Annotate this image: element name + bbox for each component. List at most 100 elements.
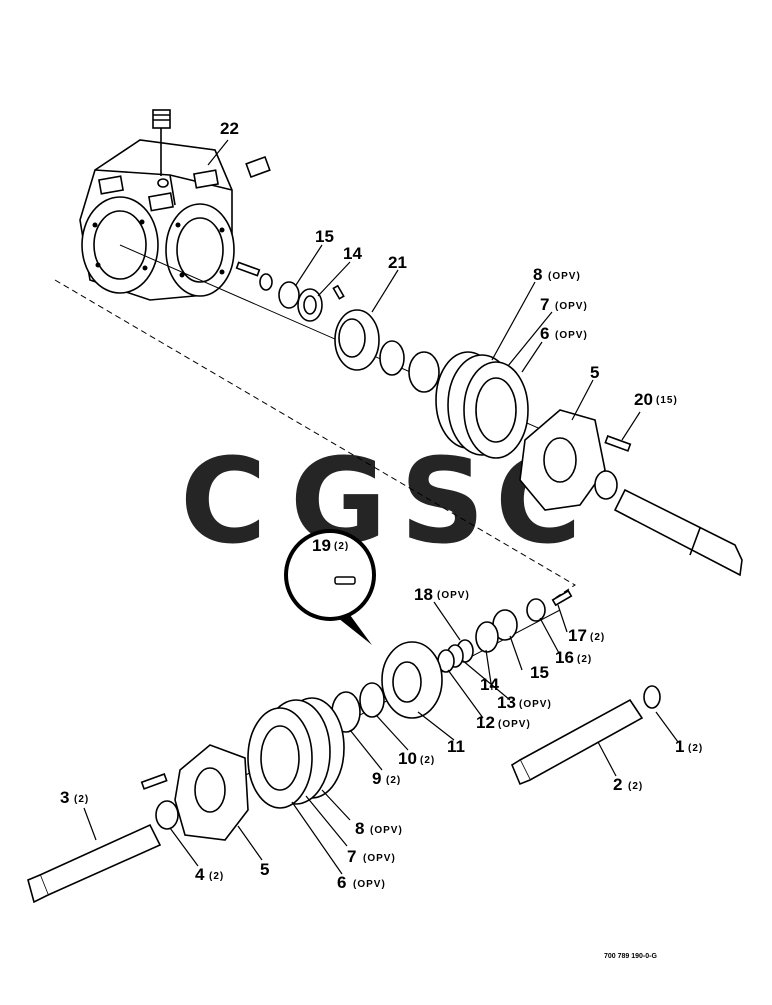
callout-number: 5	[590, 363, 599, 382]
callout-19: 19(2)	[312, 536, 349, 555]
callout-number: 12	[476, 713, 495, 732]
callout-number: 9	[372, 769, 381, 788]
callout-5-upper: 5	[590, 363, 599, 382]
callout-8-lower: 8 (OPV)	[355, 819, 403, 838]
callout-6-lower: 6 (OPV)	[337, 873, 386, 892]
detail-bubble	[284, 529, 376, 645]
callout-qty: (15)	[656, 395, 678, 406]
callout-qty: (2)	[74, 794, 89, 805]
bolt-small	[235, 261, 273, 291]
callout-qty: (2)	[590, 632, 605, 643]
bevel-gear	[334, 309, 380, 371]
snap-ring	[278, 281, 300, 309]
callout-number: 17	[568, 626, 587, 645]
bearing-cone-2	[379, 340, 405, 376]
callout-qty: (2)	[209, 871, 224, 882]
callout-qty: (OPV)	[370, 825, 403, 836]
callout-number: 7	[540, 295, 549, 314]
callout-13: 13(OPV)	[497, 693, 552, 712]
callout-qty: (OPV)	[353, 879, 386, 890]
roll-pin	[334, 576, 356, 585]
callout-number: 18	[414, 585, 433, 604]
callout-number: 14	[480, 675, 499, 694]
cover-bolt	[604, 435, 632, 452]
callout-number: 8	[533, 265, 542, 284]
callout-number: 15	[315, 227, 334, 246]
callout-qty: (OPV)	[548, 271, 581, 282]
output-shaft	[613, 488, 743, 577]
callout-7-upper: 7 (OPV)	[540, 295, 588, 314]
callout-qty: (OPV)	[363, 853, 396, 864]
callout-number: 20	[634, 390, 653, 409]
callout-9: 9 (2)	[372, 769, 401, 788]
callout-qty: (OPV)	[555, 330, 588, 341]
callouts: 22 15 14 21 8(OPV) 7(OPV) 6(OPV) 5 20(15…	[60, 119, 703, 892]
callout-number: 11	[447, 737, 465, 756]
flange-stack	[435, 351, 529, 459]
bearing-cup	[408, 351, 440, 393]
watermark-letter-3: S	[400, 432, 485, 570]
callout-5-lower: 5	[260, 860, 269, 879]
callout-qty: (OPV)	[437, 590, 470, 601]
callout-16: 16(2)	[555, 648, 592, 667]
callout-qty: (2)	[577, 654, 592, 665]
callout-qty: (2)	[334, 541, 349, 552]
callout-number: 3	[60, 788, 69, 807]
callout-number: 5	[260, 860, 269, 879]
callout-10: 10(2)	[398, 749, 435, 768]
callout-15-upper: 15	[315, 227, 334, 246]
callout-qty: (OPV)	[498, 719, 531, 730]
callout-18: 18 (OPV)	[414, 585, 470, 604]
callout-number: 6	[337, 873, 346, 892]
callout-qty: (2)	[628, 781, 643, 792]
callout-6-upper: 6 (OPV)	[540, 324, 588, 343]
callout-number: 19	[312, 536, 331, 555]
callout-20: 20(15)	[634, 390, 678, 409]
lower-assembly	[27, 589, 661, 904]
callout-21: 21	[388, 253, 407, 272]
callout-11: 11	[447, 737, 465, 756]
callout-2: 2 (2)	[613, 775, 643, 794]
callout-qty: (OPV)	[519, 699, 552, 710]
callout-number: 4	[195, 865, 205, 884]
callout-17: 17(2)	[568, 626, 605, 645]
callout-number: 2	[613, 775, 622, 794]
bearing-cone	[297, 288, 323, 322]
callout-14-lower: 14	[480, 675, 499, 694]
side-plug	[245, 155, 271, 179]
callout-number: 13	[497, 693, 516, 712]
callout-3: 3 (2)	[60, 788, 89, 807]
callout-number: 15	[530, 663, 549, 682]
callout-8-upper: 8 (OPV)	[533, 265, 581, 284]
watermark-letter-1: C	[180, 432, 267, 570]
callout-12: 12(OPV)	[476, 713, 531, 732]
upper-assembly	[79, 109, 743, 577]
callout-number: 22	[220, 119, 239, 138]
callout-number: 16	[555, 648, 574, 667]
callout-number: 1	[675, 737, 684, 756]
seal	[594, 470, 618, 500]
watermark: C G S C	[180, 432, 582, 570]
callout-number: 14	[343, 244, 362, 263]
callout-7-lower: 7(OPV)	[347, 847, 396, 866]
callout-number: 21	[388, 253, 407, 272]
alignment-line	[54, 279, 576, 599]
callout-qty: (OPV)	[555, 301, 588, 312]
callout-qty: (2)	[688, 743, 703, 754]
callout-qty: (2)	[386, 775, 401, 786]
key	[332, 284, 345, 300]
callout-14-upper: 14	[343, 244, 362, 263]
gearbox-housing	[79, 139, 235, 301]
callout-1: 1 (2)	[675, 737, 703, 756]
leader-lines	[83, 139, 679, 875]
breather-plug	[152, 109, 171, 176]
callout-qty: (2)	[420, 755, 435, 766]
callout-number: 8	[355, 819, 364, 838]
callout-number: 6	[540, 324, 549, 343]
callout-number: 10	[398, 749, 417, 768]
bearing-cover	[519, 409, 606, 511]
callout-4: 4 (2)	[195, 865, 224, 884]
drawing-code: 700 789 190-0-G	[604, 953, 657, 960]
